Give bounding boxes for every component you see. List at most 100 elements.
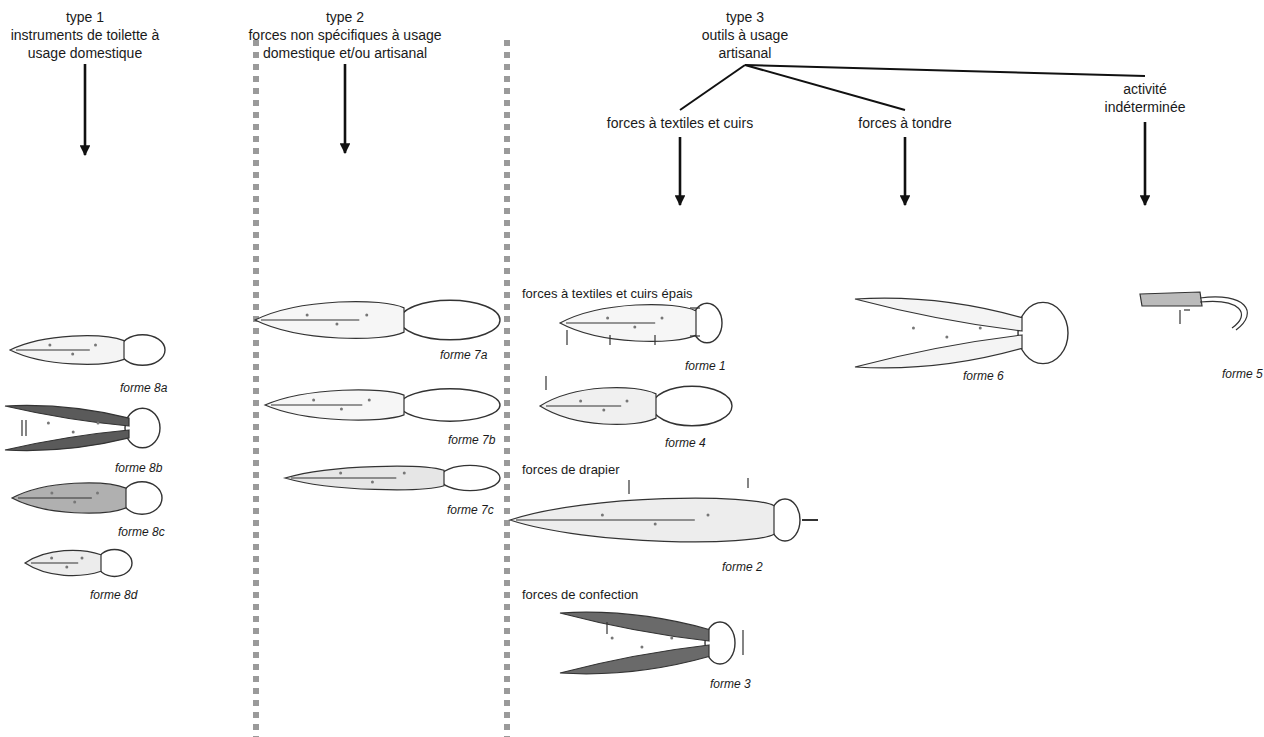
shears-outline bbox=[10, 336, 124, 365]
shears-outline bbox=[335, 323, 338, 326]
shears-outline bbox=[979, 327, 982, 330]
shears-outline bbox=[122, 482, 162, 514]
shears-outline bbox=[97, 550, 132, 577]
form-label: forme 5 bbox=[1222, 366, 1263, 382]
shears-outline bbox=[65, 566, 68, 569]
shears-outline bbox=[368, 399, 371, 402]
shears-outline bbox=[339, 472, 342, 475]
shears-outline bbox=[18, 498, 92, 499]
form-label: forme 8c bbox=[118, 524, 165, 540]
shears-outline bbox=[855, 335, 1022, 368]
description-text: instruments de toilette à usage domestiq… bbox=[5, 26, 165, 62]
shears-outline bbox=[50, 492, 53, 495]
shears-outline bbox=[705, 622, 735, 664]
shears-outline bbox=[654, 523, 657, 526]
shears-outline bbox=[560, 645, 709, 674]
shears-outline bbox=[340, 408, 343, 411]
shears-outline bbox=[560, 612, 709, 641]
shears-outline bbox=[291, 478, 396, 479]
group-label: forces à textiles et cuirs épais bbox=[522, 286, 693, 302]
heading-text: type 2 bbox=[224, 8, 466, 26]
shears-outline bbox=[371, 481, 374, 484]
shears-outline bbox=[312, 399, 315, 402]
shears-outline bbox=[255, 302, 404, 339]
shears-outline bbox=[652, 386, 732, 426]
shears-outline bbox=[306, 314, 309, 317]
shears-outline bbox=[120, 335, 165, 366]
description-text: forces non spécifiques à usage domestiqu… bbox=[224, 26, 466, 62]
shears-outline bbox=[1018, 302, 1068, 363]
shears-outline bbox=[25, 550, 101, 575]
shears-outline bbox=[945, 336, 948, 339]
form-label: forme 3 bbox=[710, 676, 751, 692]
branch-line bbox=[680, 65, 745, 110]
form-label: forme 6 bbox=[963, 368, 1004, 384]
shears-outline bbox=[271, 405, 362, 406]
form-label: forme 7a bbox=[440, 347, 487, 363]
shears-outline bbox=[579, 400, 582, 403]
shears-outline bbox=[47, 422, 50, 425]
subcategory-heading: forces à textiles et cuirs bbox=[603, 112, 757, 134]
shears-outline bbox=[400, 389, 500, 421]
shears-outline bbox=[48, 344, 51, 347]
shears-outline bbox=[125, 408, 160, 448]
shears-outline bbox=[285, 466, 444, 489]
shears-outline bbox=[540, 388, 656, 425]
shears-outline bbox=[5, 405, 129, 426]
heading-text: type 3 bbox=[679, 8, 811, 26]
shears-outline bbox=[560, 305, 696, 342]
shears-outline bbox=[96, 492, 99, 495]
subcategory-heading: forces à tondre bbox=[854, 112, 955, 134]
shears-outline bbox=[81, 557, 84, 560]
branch-line bbox=[745, 65, 1145, 76]
shears-outline bbox=[546, 406, 621, 407]
form-label: forme 8a bbox=[120, 380, 167, 396]
shears-outline bbox=[510, 498, 774, 542]
category-heading: type 1instruments de toilette à usage do… bbox=[1, 6, 169, 64]
shears-outline bbox=[661, 317, 664, 320]
shears-outline bbox=[94, 344, 97, 347]
shears-outline bbox=[31, 563, 78, 564]
form-label: forme 4 bbox=[665, 435, 706, 451]
shears-outline bbox=[707, 514, 710, 517]
shears-outline bbox=[50, 557, 53, 560]
heading-text: activité indéterminée bbox=[1093, 80, 1197, 116]
heading-text: forces à tondre bbox=[858, 114, 951, 132]
shears-outline bbox=[12, 483, 126, 513]
shears-outline bbox=[601, 514, 604, 517]
heading-text: forces à textiles et cuirs bbox=[607, 114, 753, 132]
subcategory-heading: activité indéterminée bbox=[1089, 78, 1201, 118]
shears-outline bbox=[912, 327, 915, 330]
form-label: forme 1 bbox=[685, 358, 726, 374]
form-label: forme 8b bbox=[115, 460, 162, 476]
heading-text: type 1 bbox=[5, 8, 165, 26]
shears-outline bbox=[606, 317, 609, 320]
form-label: forme 2 bbox=[722, 559, 763, 575]
shears-outline bbox=[611, 637, 614, 640]
shears-outline bbox=[516, 520, 695, 521]
shears-outline bbox=[71, 353, 74, 356]
shears-outline bbox=[73, 501, 76, 504]
form-label: forme 7c bbox=[447, 502, 494, 518]
shears-outline bbox=[97, 422, 100, 425]
shears-outline bbox=[670, 637, 673, 640]
branch-line bbox=[745, 65, 905, 110]
shears-outline bbox=[640, 646, 643, 649]
description-text: outils à usage artisanal bbox=[679, 26, 811, 62]
shears-outline bbox=[855, 298, 1022, 331]
category-heading: type 2forces non spécifiques à usage dom… bbox=[220, 6, 470, 64]
shears-outline bbox=[365, 314, 368, 317]
shears-outline bbox=[566, 323, 655, 324]
shears-outline bbox=[5, 430, 129, 451]
form-label: forme 8d bbox=[90, 587, 137, 603]
shears-outline bbox=[626, 400, 629, 403]
shears-outline bbox=[261, 320, 359, 321]
shears-outline bbox=[602, 409, 605, 412]
shears-outline bbox=[633, 326, 636, 329]
category-heading: type 3outils à usage artisanal bbox=[675, 6, 815, 64]
shears-outline bbox=[16, 350, 90, 351]
shears-outline bbox=[72, 431, 75, 434]
shears-outline bbox=[265, 390, 404, 420]
